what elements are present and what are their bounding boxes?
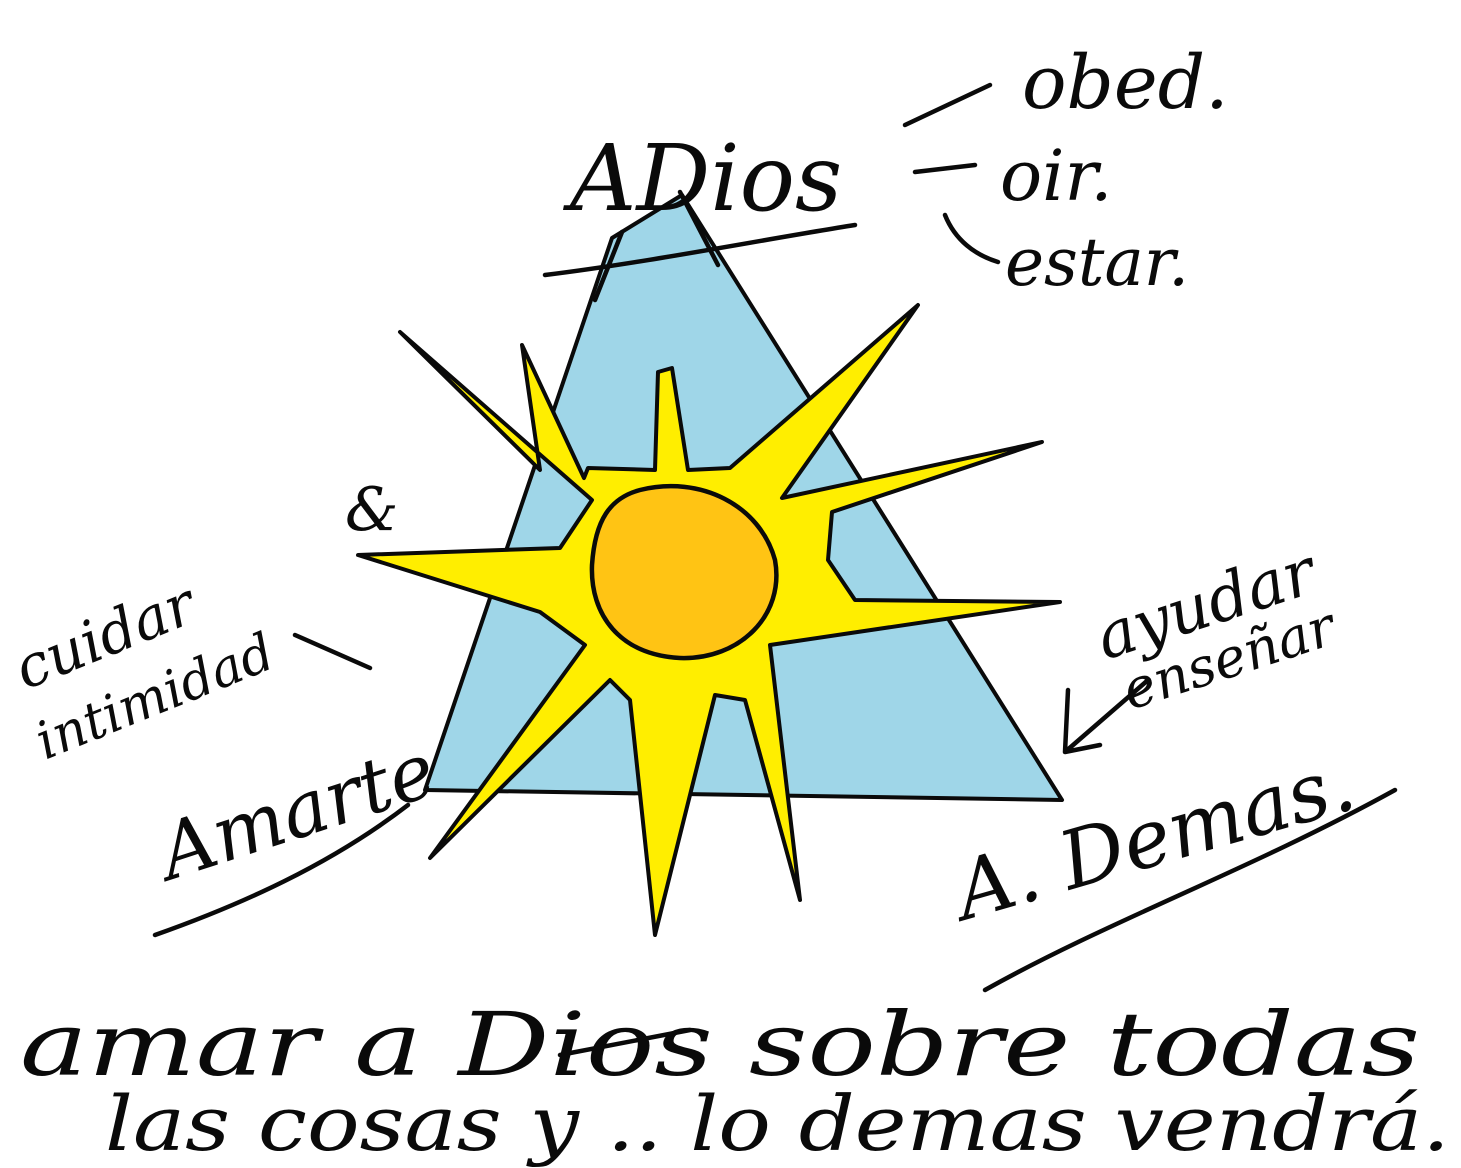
right-list-item-3: estar. bbox=[1005, 224, 1189, 301]
list-dash-3 bbox=[945, 215, 998, 262]
list-dash-1 bbox=[905, 85, 990, 125]
right-list-item-1: obed. bbox=[1022, 40, 1229, 126]
left-note-amp: & bbox=[345, 475, 398, 545]
right-list-item-2: oir. bbox=[1000, 135, 1113, 217]
bottom-line-2: las cosas y .. lo demas vendrá. bbox=[105, 1079, 1450, 1168]
top-label: ADios bbox=[562, 125, 842, 232]
left-corner-label: Amarte bbox=[142, 725, 445, 899]
list-dash-2 bbox=[915, 165, 975, 172]
left-connector bbox=[295, 635, 370, 668]
